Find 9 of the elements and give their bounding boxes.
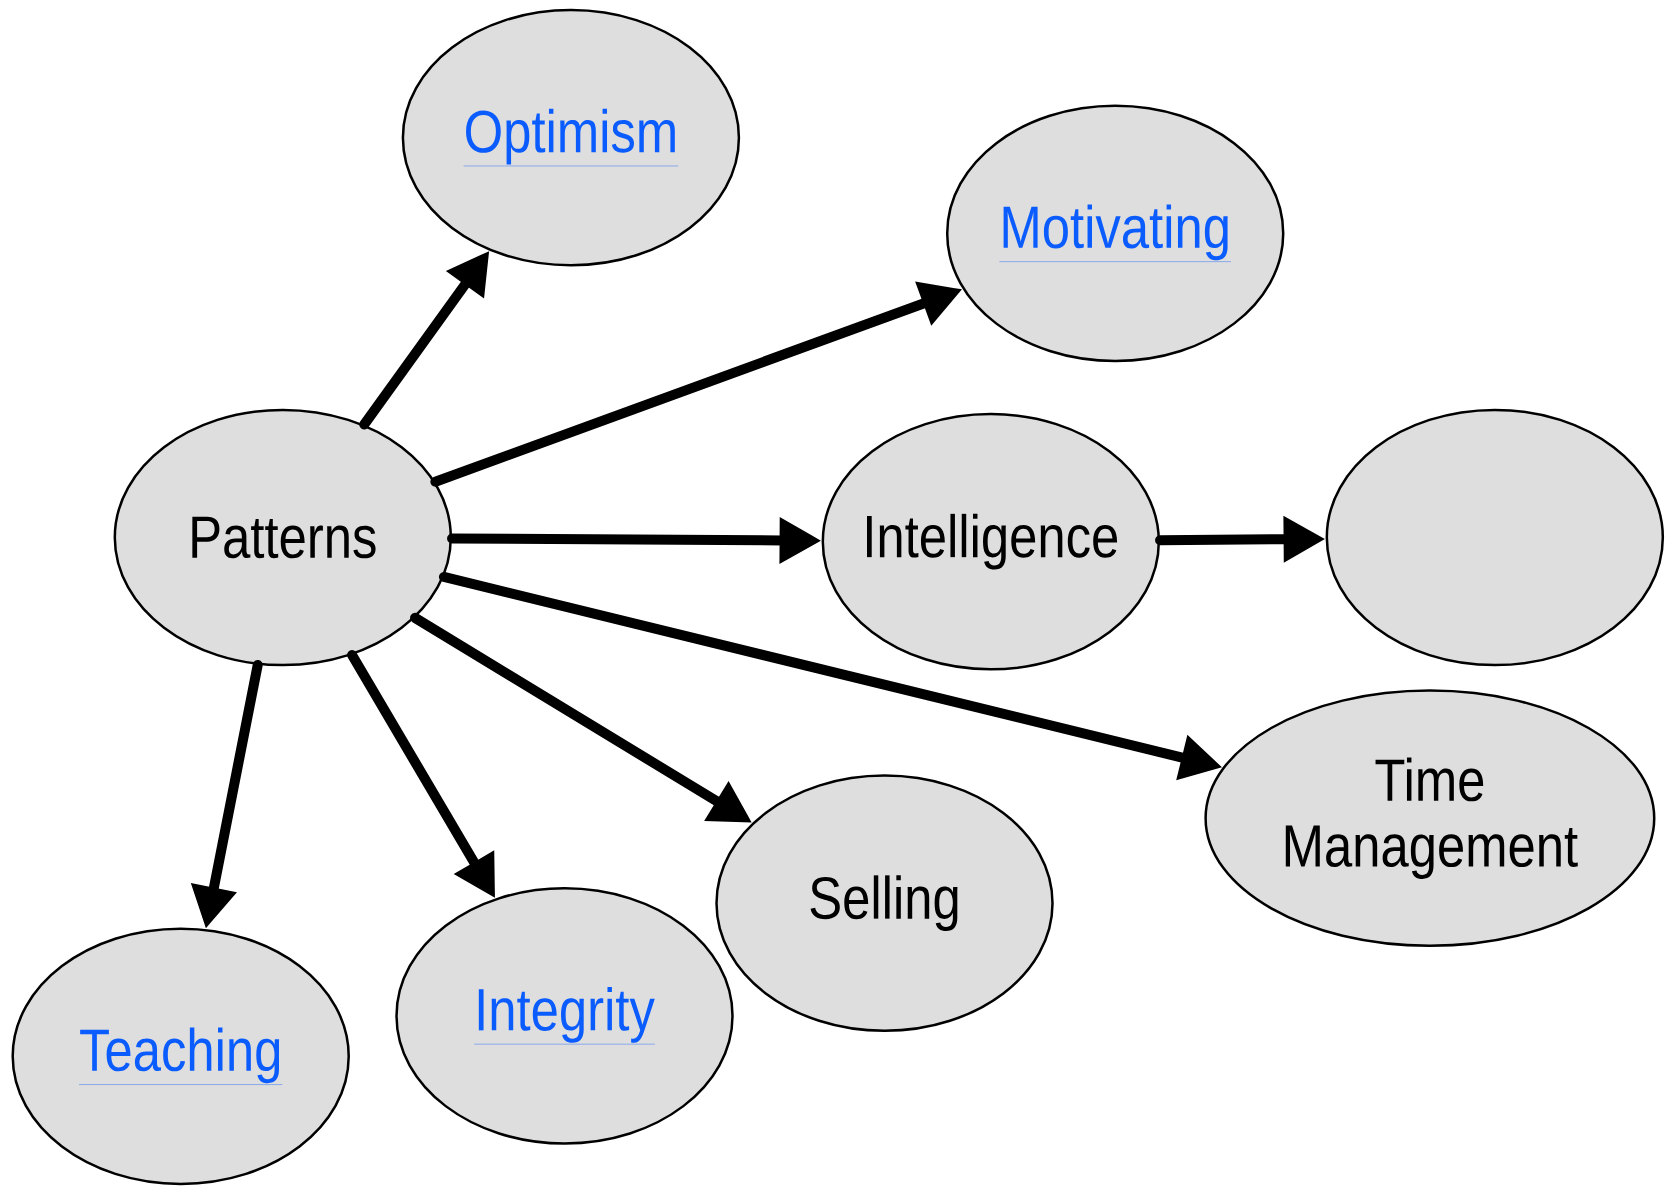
ellipse-node: Intelligence — [821, 412, 1161, 671]
ellipse-node: Selling — [715, 774, 1054, 1033]
ellipse-node: Integrity — [395, 887, 734, 1145]
ellipse-node: Motivating — [945, 104, 1285, 363]
ellipse — [1325, 408, 1665, 667]
ellipse-node: Optimism — [401, 8, 741, 267]
ellipse-node: Patterns — [113, 408, 453, 667]
ellipse-node: Time Management — [1204, 689, 1656, 948]
ellipse-node: Teaching — [11, 927, 350, 1186]
